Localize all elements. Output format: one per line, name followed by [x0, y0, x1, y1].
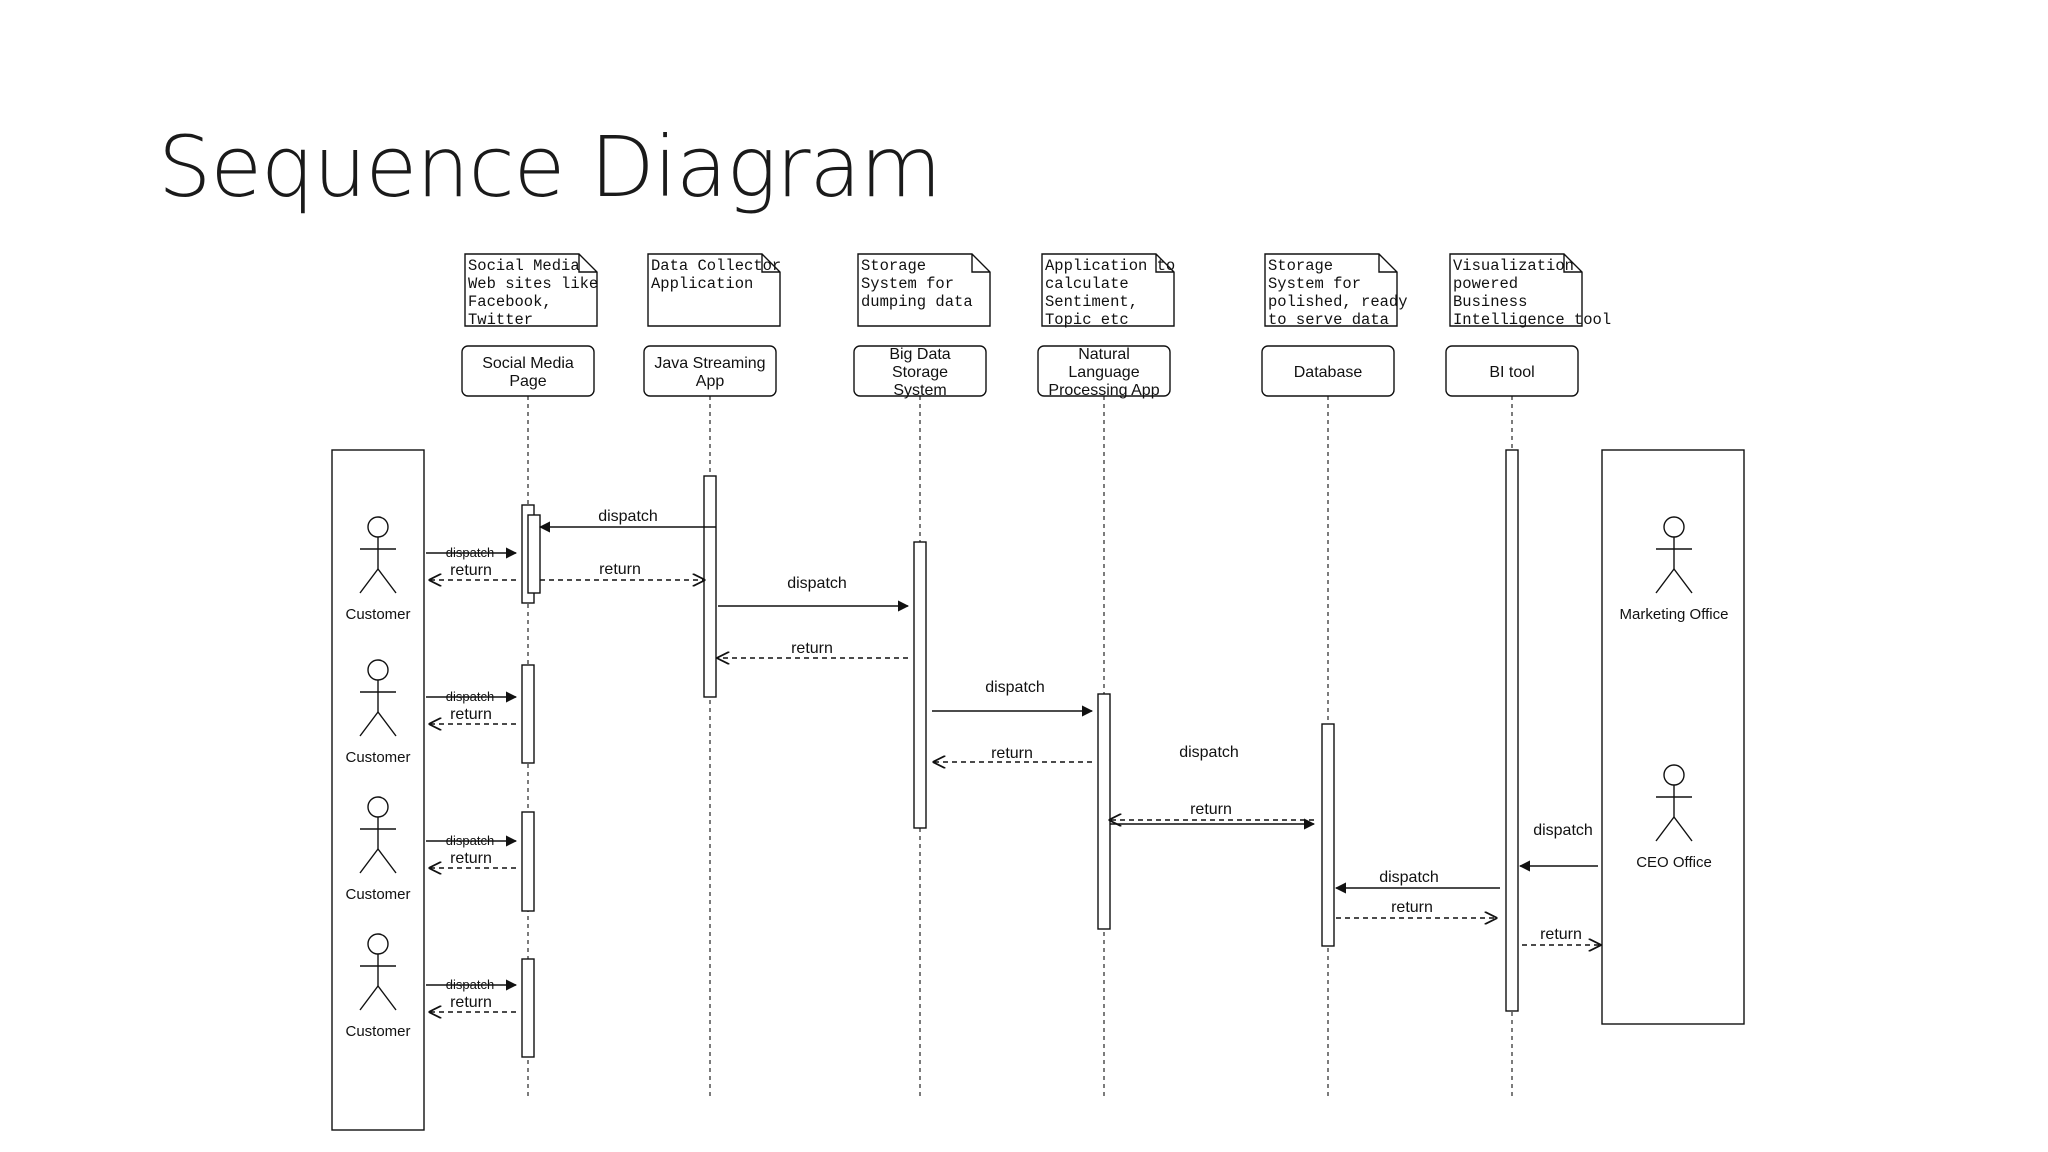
note-text: calculate [1045, 275, 1129, 293]
return-label: return [1190, 801, 1232, 818]
return-label: return [450, 706, 492, 723]
note-box [647, 253, 781, 327]
dispatch-label: dispatch [985, 679, 1045, 696]
note-text: Visualization [1453, 257, 1574, 275]
activation-bar [521, 811, 535, 912]
actor-label: Customer [345, 749, 410, 766]
dispatch-label: dispatch [446, 833, 494, 848]
actor-leg [359, 711, 379, 737]
dispatch-label: dispatch [446, 545, 494, 560]
note-text: Application [651, 275, 753, 293]
actor-leg [377, 985, 397, 1011]
actor-leg [1673, 816, 1693, 842]
actor-icon [367, 933, 389, 955]
actor-icon [1663, 516, 1685, 538]
activation-bar [703, 475, 717, 698]
lifeline-label: Database [1294, 364, 1363, 381]
activation-bar [1321, 723, 1335, 947]
return-label: return [791, 640, 833, 657]
dispatch-label: dispatch [1379, 869, 1439, 886]
note-box [464, 253, 598, 327]
actor-label: Marketing Office [1620, 606, 1729, 623]
actor-leg [377, 568, 397, 594]
actor-leg [1655, 816, 1675, 842]
note-text: Application to [1045, 257, 1175, 275]
note-box [857, 253, 991, 327]
actor-leg [359, 985, 379, 1011]
lifeline-label: App [696, 373, 725, 390]
note-text: Topic etc [1045, 311, 1129, 329]
return-label: return [450, 994, 492, 1011]
note-text: polished, ready [1268, 293, 1408, 311]
activation-bar [913, 541, 927, 829]
lifeline-label: Social Media [482, 355, 574, 372]
note-text: dumping data [861, 293, 973, 311]
note-text: Twitter [468, 311, 533, 329]
return-label: return [450, 562, 492, 579]
note-text: Social Media [468, 257, 580, 275]
actor-label: Customer [345, 1023, 410, 1040]
note-text: System for [861, 275, 954, 293]
note-box [1264, 253, 1398, 327]
return-label: return [450, 850, 492, 867]
actor-leg [359, 848, 379, 874]
actor-label: Customer [345, 886, 410, 903]
return-label: return [599, 561, 641, 578]
lifeline-label: Storage [892, 364, 948, 381]
activation-bar [527, 514, 541, 594]
note-text: Storage [1268, 257, 1333, 275]
lifeline-label: BI tool [1489, 364, 1534, 381]
actor-leg [1655, 568, 1675, 594]
lifeline-label: Language [1068, 364, 1139, 381]
activation-bar [1505, 449, 1519, 1012]
actor-label: CEO Office [1636, 854, 1712, 871]
actor-leg [377, 848, 397, 874]
customer-group-box [331, 449, 425, 1131]
actor-leg [1673, 568, 1693, 594]
note-text: powered [1453, 275, 1518, 293]
lifeline-label: Big Data [889, 346, 950, 363]
lifeline-label: Processing App [1048, 382, 1159, 399]
lifeline-label: Java Streaming [654, 355, 765, 372]
actor-icon [1663, 764, 1685, 786]
return-label: return [1540, 926, 1582, 943]
note-text: Web sites like [468, 275, 598, 293]
note-text: Data Collector [651, 257, 781, 275]
note-text: Business [1453, 293, 1527, 311]
office-group-box [1601, 449, 1745, 1025]
actor-leg [377, 711, 397, 737]
dispatch-label: dispatch [1179, 744, 1239, 761]
lifeline-label: System [893, 382, 946, 399]
note-box [1449, 253, 1583, 327]
dispatch-label: dispatch [787, 575, 847, 592]
actor-icon [367, 659, 389, 681]
note-text: to serve data [1268, 311, 1389, 329]
dispatch-label: dispatch [1533, 822, 1593, 839]
activation-bar [521, 958, 535, 1058]
lifeline-label: Natural [1078, 346, 1130, 363]
page-title: Sequence Diagram [158, 118, 942, 216]
note-text: Facebook, [468, 293, 552, 311]
note-box [1041, 253, 1175, 327]
activation-bar [1097, 693, 1111, 930]
actor-label: Customer [345, 606, 410, 623]
note-text: Storage [861, 257, 926, 275]
note-text: System for [1268, 275, 1361, 293]
note-text: Sentiment, [1045, 293, 1138, 311]
lifeline-label: Page [509, 373, 546, 390]
activation-bar [521, 664, 535, 764]
dispatch-label: dispatch [598, 508, 658, 525]
dispatch-label: dispatch [446, 977, 494, 992]
actor-icon [367, 796, 389, 818]
return-label: return [991, 745, 1033, 762]
note-text: Intelligence tool [1453, 311, 1611, 329]
dispatch-label: dispatch [446, 689, 494, 704]
actor-icon [367, 516, 389, 538]
return-label: return [1391, 899, 1433, 916]
actor-leg [359, 568, 379, 594]
